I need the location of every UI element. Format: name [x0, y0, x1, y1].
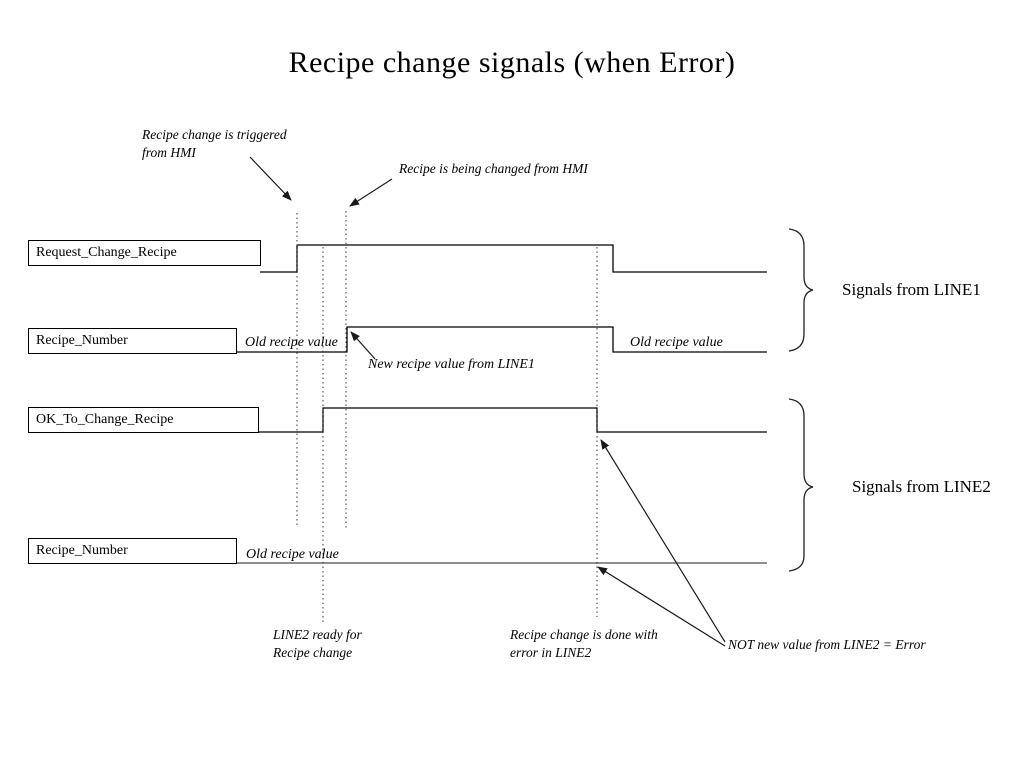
group-label-signals-line1: Signals from LINE1: [842, 280, 981, 299]
signal-label: Recipe_Number: [36, 333, 128, 348]
signal-box-recipe-number-line2: Recipe_Number: [28, 538, 237, 564]
label-old-recipe-value-line1-left: Old recipe value: [245, 335, 338, 350]
diagram-title: Recipe change signals (when Error): [288, 46, 736, 79]
label-new-recipe-value-line1: New recipe value from LINE1: [368, 357, 535, 372]
signal-box-ok-to-change-recipe: OK_To_Change_Recipe: [28, 407, 259, 433]
waveform-ok-to-change-recipe: [258, 407, 767, 433]
waveform-request-change-recipe: [260, 244, 767, 273]
arrow-new-recipe-value: [350, 331, 376, 360]
label-old-recipe-value-line2: Old recipe value: [246, 547, 339, 562]
signal-label: OK_To_Change_Recipe: [36, 412, 174, 427]
annotation-recipe-changing: Recipe is being changed from HMI: [399, 161, 588, 176]
annotation-trigger-hmi: Recipe change is triggered from HMI: [142, 127, 287, 160]
group-label-signals-line2: Signals from LINE2: [852, 477, 991, 496]
annotation-done-with-error: Recipe change is done with error in LINE…: [510, 627, 658, 660]
signal-box-recipe-number-line1: Recipe_Number: [28, 328, 237, 354]
waveform-recipe-number-line1: [236, 326, 767, 353]
annotation-not-new-value-error: NOT new value from LINE2 = Error: [728, 637, 926, 652]
brace-signals-line1: [788, 228, 814, 352]
signal-label: Recipe_Number: [36, 543, 128, 558]
signal-label: Request_Change_Recipe: [36, 245, 177, 260]
arrow-not-new-value-to-recipe-line: [597, 566, 726, 647]
label-old-recipe-value-line1-right: Old recipe value: [630, 335, 723, 350]
arrow-not-new-value-to-ok-signal: [600, 439, 726, 643]
brace-signals-line2: [788, 398, 814, 572]
annotation-line2-ready: LINE2 ready for Recipe change: [273, 627, 362, 660]
arrow-recipe-changing: [349, 178, 393, 207]
signal-box-request-change-recipe: Request_Change_Recipe: [28, 240, 261, 266]
arrow-trigger-hmi: [249, 156, 292, 201]
